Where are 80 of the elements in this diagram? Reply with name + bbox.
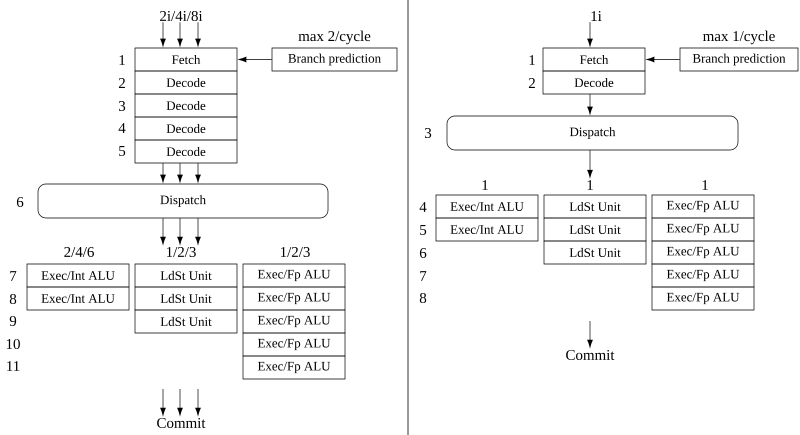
unit-box: LdSt Unit — [544, 240, 646, 264]
branch-prediction-box: Branch prediction — [272, 48, 398, 72]
row-number: 6 — [16, 196, 24, 207]
stage-box: Fetch — [134, 48, 238, 72]
arrow — [195, 22, 201, 46]
arrow — [195, 388, 201, 416]
arrow — [177, 218, 183, 244]
unit-box: LdSt Unit — [544, 218, 646, 242]
arrow — [160, 163, 166, 182]
dispatch-box: Dispatch — [38, 184, 328, 218]
commit-label: Commit — [566, 350, 614, 360]
row-number: 10 — [6, 338, 20, 350]
arrow — [160, 218, 166, 244]
branch-prediction-box: Branch prediction — [680, 48, 798, 72]
arrow — [177, 163, 183, 182]
arrow — [160, 22, 166, 46]
arrow — [587, 150, 593, 178]
arrow — [646, 56, 680, 62]
unit-box: Exec/Fp ALU — [652, 240, 754, 264]
unit-box: Exec/Int ALU — [26, 264, 130, 288]
row-number: 2 — [118, 78, 125, 88]
unit-box: Exec/Int ALU — [436, 218, 538, 242]
unit-box: LdSt Unit — [544, 194, 646, 218]
unit-box: LdSt Unit — [134, 286, 238, 310]
row-number: 7 — [10, 271, 16, 281]
row-number: 4 — [420, 202, 426, 212]
stage-box: Decode — [134, 116, 238, 140]
stage-box: Decode — [134, 94, 238, 118]
unit-box: Exec/Int ALU — [436, 194, 538, 218]
dispatch-box: Dispatch — [446, 116, 738, 150]
issue-width-label: 1i — [592, 11, 602, 21]
column-header: 2/4/6 — [64, 246, 94, 257]
row-number: 9 — [10, 316, 16, 326]
stage-box: Fetch — [542, 48, 646, 72]
arrow — [160, 388, 166, 416]
arrow — [238, 56, 272, 62]
unit-box: Exec/Fp ALU — [242, 356, 346, 380]
column-header: 1/2/3 — [280, 246, 310, 257]
stage-box: Decode — [134, 140, 238, 164]
column-header: 1/2/3 — [166, 246, 196, 257]
throughput-label: max 1/cycle — [703, 30, 775, 44]
arrow — [177, 388, 183, 416]
unit-box: Exec/Int ALU — [26, 286, 130, 310]
row-number: 8 — [10, 294, 16, 304]
unit-box: Exec/Fp ALU — [652, 286, 754, 310]
row-number: 2 — [528, 78, 535, 88]
arrow — [587, 320, 593, 348]
row-number: 4 — [118, 123, 126, 133]
row-number: 5 — [420, 225, 426, 235]
row-number: 7 — [420, 271, 426, 281]
row-number: 5 — [119, 146, 126, 156]
arrow — [195, 163, 201, 182]
unit-box: Exec/Fp ALU — [652, 194, 754, 218]
column-header: 1 — [702, 180, 708, 190]
unit-box: Exec/Fp ALU — [242, 332, 346, 356]
column-header: 1 — [588, 180, 593, 190]
column-header: 1 — [482, 180, 488, 190]
unit-box: LdSt Unit — [134, 310, 238, 334]
commit-label: Commit — [157, 418, 206, 428]
unit-box: Exec/Fp ALU — [242, 310, 346, 334]
row-number: 3 — [425, 128, 432, 138]
arrow — [587, 94, 593, 114]
arrow — [177, 22, 183, 46]
row-number: 1 — [530, 55, 535, 65]
unit-box: Exec/Fp ALU — [652, 218, 754, 242]
issue-width-label: 2i/4i/8i — [160, 10, 202, 22]
row-number: 6 — [420, 248, 426, 258]
row-number: 11 — [7, 361, 20, 371]
row-number: 1 — [120, 55, 125, 65]
row-number: 3 — [119, 100, 126, 111]
arrow — [587, 22, 593, 46]
row-number: 8 — [420, 292, 426, 304]
unit-box: Exec/Fp ALU — [242, 264, 346, 288]
stage-box: Decode — [542, 70, 646, 94]
unit-box: Exec/Fp ALU — [242, 286, 346, 310]
stage-box: Decode — [134, 70, 238, 94]
arrow — [195, 218, 201, 244]
unit-box: LdSt Unit — [134, 264, 238, 288]
throughput-label: max 2/cycle — [298, 30, 370, 44]
unit-box: Exec/Fp ALU — [652, 264, 754, 288]
